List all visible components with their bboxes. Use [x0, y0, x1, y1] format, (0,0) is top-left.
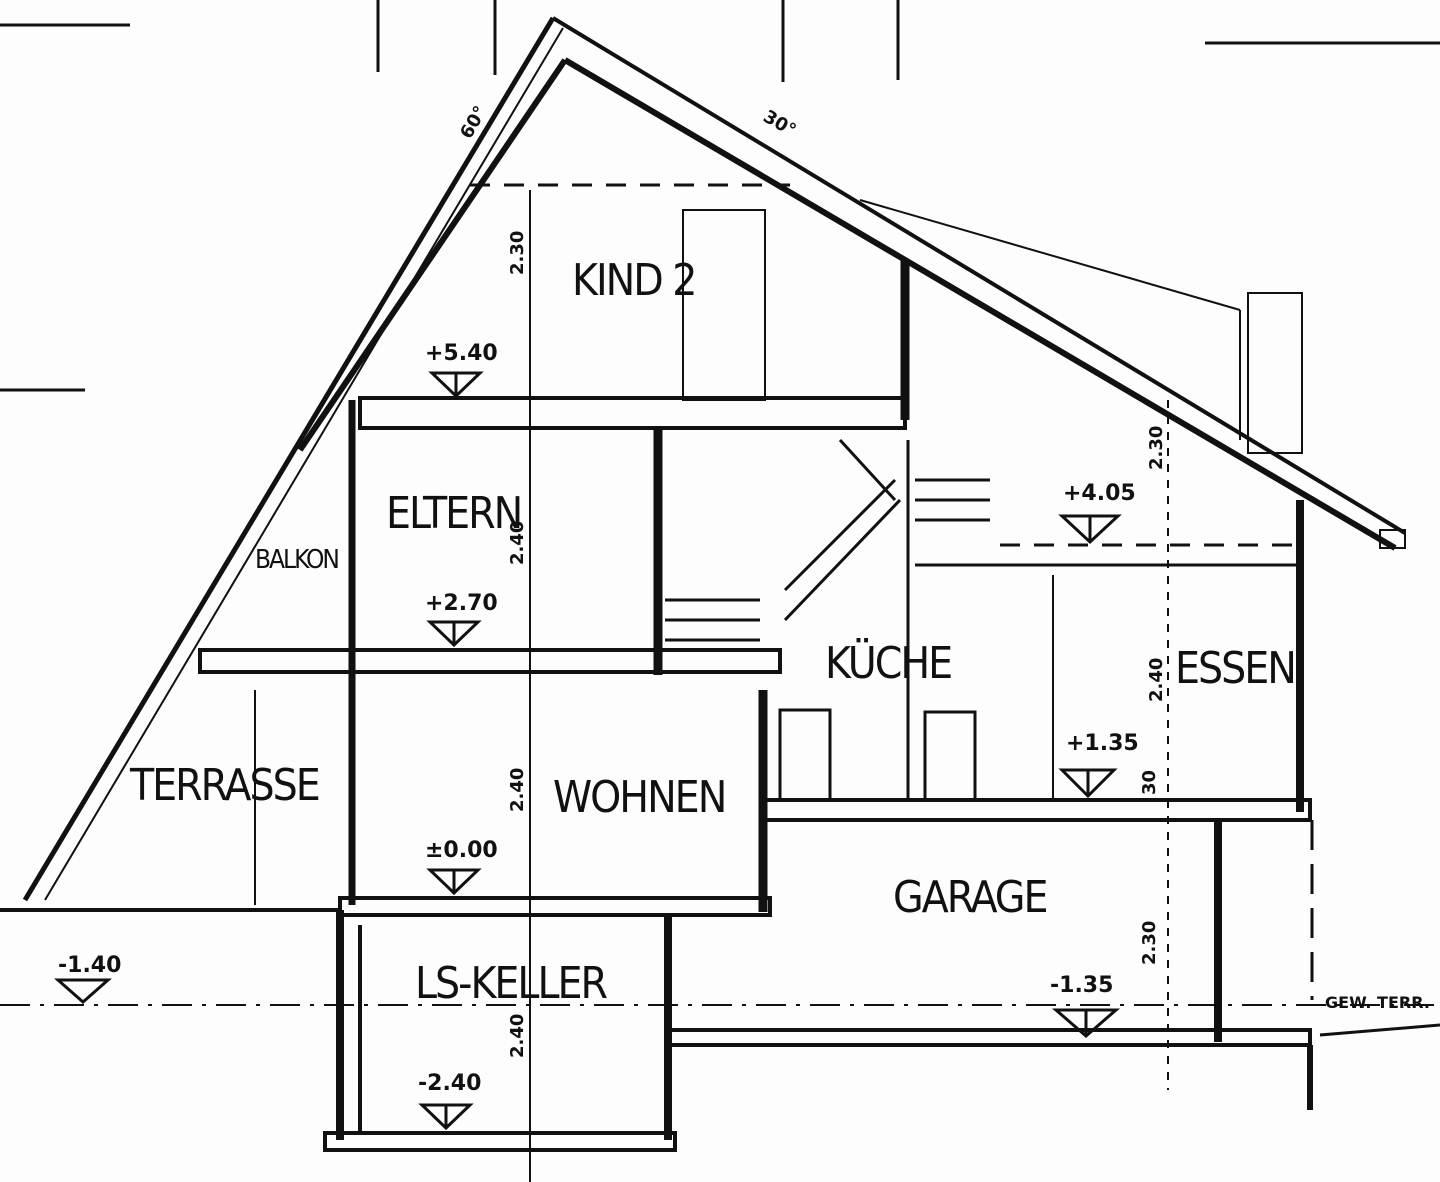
dimension-kind2-height: 2.30: [507, 231, 528, 275]
level-text: ±0.00: [425, 838, 498, 863]
room-label-essen: ESSEN: [1175, 643, 1295, 694]
dimension-keller-height: 2.40: [507, 1014, 528, 1058]
room-label-kind2: KIND 2: [572, 255, 695, 306]
level-text: +2.70: [425, 591, 498, 616]
dimension-slab: 30: [1139, 770, 1160, 795]
dimension-eltern-height: 2.40: [507, 521, 528, 565]
room-label-garage: GARAGE: [893, 872, 1046, 923]
level-marker: +2.70: [425, 591, 498, 648]
walls: [254, 190, 1314, 1182]
stairs: [665, 438, 990, 802]
room-label-kueche: KÜCHE: [825, 637, 951, 689]
level-text: +5.40: [425, 341, 498, 366]
level-text: +1.35: [1066, 731, 1139, 756]
floor-slabs: [0, 183, 1440, 1152]
level-marker: -2.40: [418, 1071, 481, 1131]
room-label-wohnen: WOHNEN: [553, 772, 725, 823]
level-marker: -1.35: [1050, 973, 1121, 1038]
level-marker: ±0.00: [425, 838, 498, 896]
terrain-line: [1319, 1023, 1440, 1037]
room-label-eltern: ELTERN: [386, 488, 521, 539]
roof-angle-left: 60°: [456, 103, 491, 143]
level-marker: -1.40: [54, 953, 121, 1004]
level-marker: +4.05: [1058, 481, 1136, 545]
dimension-upper-right-height: 2.30: [1146, 426, 1167, 470]
level-marker: +1.35: [1058, 731, 1139, 799]
roof-angle-right: 30°: [760, 106, 800, 141]
reference-lines: [0, 0, 1440, 392]
level-text: -2.40: [418, 1071, 481, 1096]
terrain-label: GEW. TERR.: [1325, 993, 1430, 1012]
room-label-terrasse: TERRASSE: [129, 760, 319, 811]
dimension-essen-height: 2.40: [1146, 658, 1167, 702]
level-text: +4.05: [1063, 481, 1136, 506]
room-label-keller: LS-KELLER: [415, 958, 608, 1009]
level-text: -1.35: [1050, 973, 1113, 998]
room-label-balkon: BALKON: [255, 545, 338, 575]
roof: [22, 16, 1407, 902]
dimension-garage-height: 2.30: [1139, 921, 1160, 965]
level-marker: +5.40: [425, 341, 498, 399]
level-text: -1.40: [58, 953, 121, 978]
dimension-wohnen-height: 2.40: [507, 768, 528, 812]
